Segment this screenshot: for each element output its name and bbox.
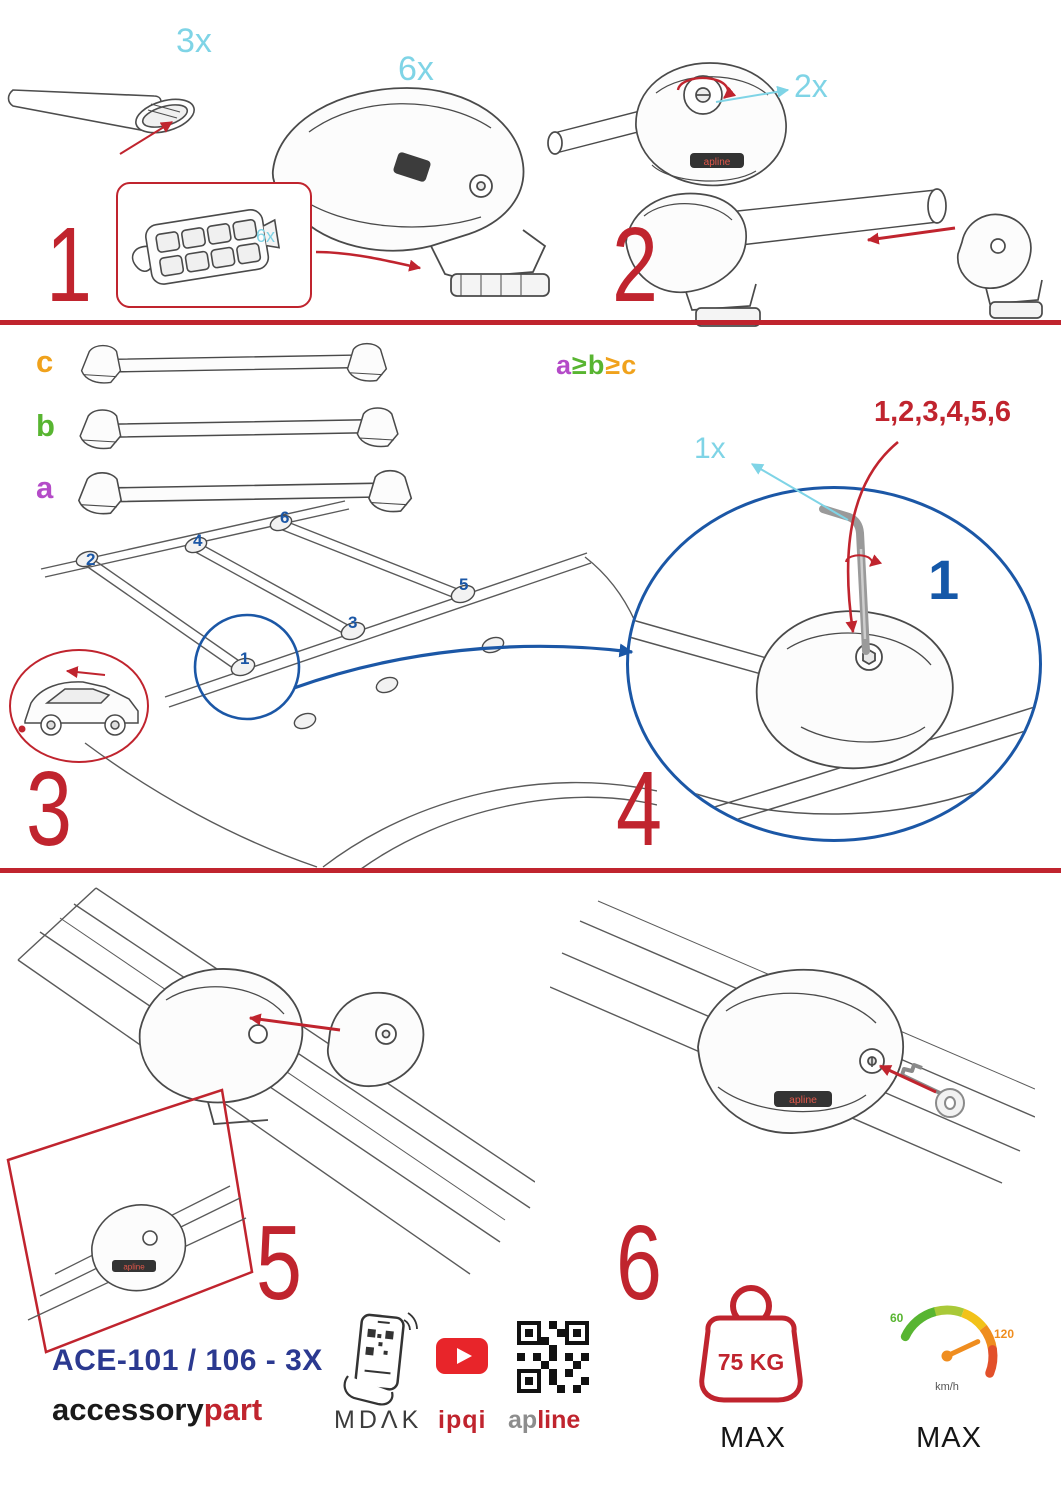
assembled-foot-inset: apline <box>6 1088 254 1354</box>
pad-underside-illustration <box>131 209 281 285</box>
position-label-1: 1 <box>240 649 250 668</box>
cap-quantity-label: 2x <box>794 68 828 104</box>
crossbar-b-illustration <box>79 407 399 450</box>
ipqi-logo-text: ipqi <box>438 1406 487 1434</box>
brand-wordmark: accessorypart <box>52 1392 263 1427</box>
speed-unit-text: km/h <box>935 1381 959 1393</box>
weight-limit-text: 75 KG <box>718 1349 784 1375</box>
pad-quantity-label: 6x <box>256 226 276 246</box>
position-label-2: 2 <box>86 550 96 569</box>
bar-order-formula: a≥b≥c <box>556 350 638 380</box>
bar-endcap-illustration <box>625 188 1043 327</box>
foot-quantity-label: 6x <box>398 50 434 88</box>
brand-badge-text: apline <box>123 1263 145 1272</box>
bar-b-label: b <box>36 408 55 443</box>
position-label-4: 4 <box>193 531 203 550</box>
step5-number: 5 <box>256 1204 302 1322</box>
brand-badge-text: apline <box>704 157 731 168</box>
apline-logo-text: apline <box>508 1406 581 1434</box>
qr-code-icon <box>516 1320 590 1394</box>
mdak-logo-text: MDΛK <box>334 1406 423 1434</box>
step1-number: 1 <box>46 206 92 324</box>
crossbar-c-illustration <box>80 342 388 384</box>
crossbar-a-illustration <box>77 469 413 515</box>
step3-number: 3 <box>26 750 72 868</box>
position-label-5: 5 <box>459 575 469 594</box>
zoom-detail-ellipse <box>626 486 1042 842</box>
lock-key-illustration: apline <box>550 900 1035 1184</box>
first-position-number: 1 <box>928 548 960 611</box>
weight-max-label: MAX <box>720 1422 786 1454</box>
step4-number: 4 <box>616 750 662 868</box>
step2-number: 2 <box>612 206 658 324</box>
cover-mounting-illustration <box>17 887 535 1275</box>
bar-a-label: a <box>36 470 54 505</box>
foot-assembly-illustration <box>271 87 550 297</box>
product-code: ACE-101 / 106 - 3X <box>52 1344 323 1377</box>
position-label-6: 6 <box>280 508 290 527</box>
speed-max-label: MAX <box>916 1422 982 1454</box>
bar-quantity-label: 3x <box>176 22 212 60</box>
pad-underside-inset: 6x <box>116 182 312 308</box>
youtube-icon <box>436 1338 488 1374</box>
speed-low-text: 60 <box>890 1311 904 1325</box>
car-inset-illustration <box>9 649 149 763</box>
max-weight-icon: 75 KG <box>699 1285 803 1403</box>
brand-badge-text: apline <box>789 1094 817 1106</box>
section-divider-top <box>0 320 1061 325</box>
speedometer-icon: 60 120 km/h <box>890 1305 1014 1393</box>
tightening-sequence-label: 1,2,3,4,5,6 <box>874 396 1012 428</box>
speed-high-text: 120 <box>994 1327 1014 1341</box>
key-quantity-label: 1x <box>694 432 726 465</box>
hex-key-detail-illustration <box>629 505 1039 832</box>
section-divider-bottom <box>0 868 1061 873</box>
step6-number: 6 <box>616 1204 662 1322</box>
phone-qr-scan-icon <box>343 1312 418 1406</box>
position-label-3: 3 <box>348 613 358 632</box>
bar-c-label: c <box>36 344 54 379</box>
